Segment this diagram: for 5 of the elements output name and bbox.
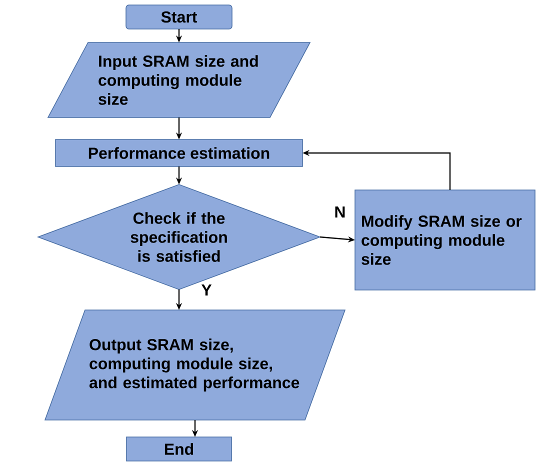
edge-label: N bbox=[333, 206, 347, 218]
end-terminal: End bbox=[126, 436, 232, 462]
process-box: Performance estimation bbox=[55, 139, 303, 167]
start-terminal: Start bbox=[126, 4, 232, 30]
process-box: Modify SRAM size or computing module size bbox=[354, 190, 536, 290]
